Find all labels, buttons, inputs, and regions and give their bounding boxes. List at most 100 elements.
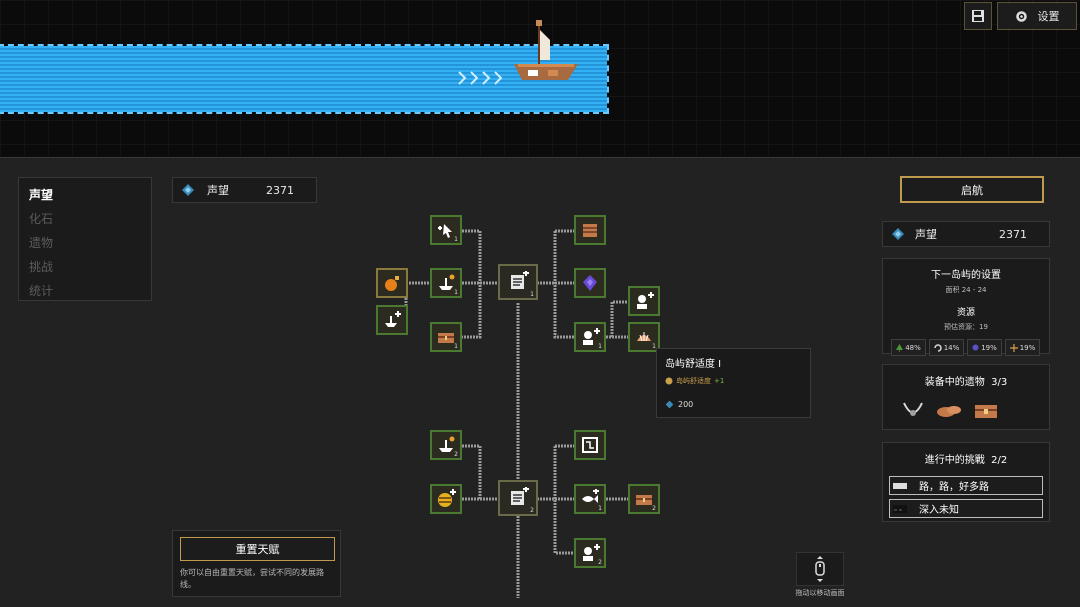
settings-button[interactable]: 设置 bbox=[997, 2, 1077, 30]
resource-ore: 19% bbox=[967, 339, 1002, 356]
prestige-crystal-icon bbox=[665, 400, 674, 409]
beehive-icon bbox=[438, 489, 456, 507]
orb-icon bbox=[972, 344, 979, 351]
node-level: 1 bbox=[454, 343, 458, 350]
relics-title: 装备中的遗物 3/3 bbox=[924, 377, 1008, 388]
talent-node-crate[interactable] bbox=[574, 215, 606, 245]
node-level: 1 bbox=[454, 236, 458, 243]
resource-trees: 48% bbox=[891, 339, 926, 356]
tree-icon bbox=[896, 343, 904, 352]
save-button[interactable] bbox=[964, 2, 992, 30]
fog-icon bbox=[893, 504, 907, 513]
prestige-value: 2371 bbox=[999, 227, 1027, 241]
talent-node-fruit[interactable] bbox=[376, 268, 408, 298]
resource-stone: 14% bbox=[929, 339, 964, 356]
node-level: 2 bbox=[454, 451, 458, 458]
tooltip-cost-value: 200 bbox=[678, 400, 694, 409]
road-icon bbox=[893, 482, 907, 489]
talent-node-scroll-1[interactable]: 1 bbox=[498, 264, 538, 300]
floppy-disk-icon bbox=[972, 10, 984, 22]
world-view[interactable] bbox=[0, 0, 1080, 157]
resource-misc: 19% bbox=[1005, 339, 1040, 356]
treasure-chest-relic-icon[interactable] bbox=[973, 400, 999, 420]
sea-strip bbox=[0, 44, 609, 114]
nav-item-challenges[interactable]: 挑战 bbox=[29, 260, 54, 274]
challenges-title: 進行中的挑戰 2/2 bbox=[924, 455, 1008, 466]
talent-node-boat-plus[interactable] bbox=[376, 305, 408, 335]
prestige-crystal-icon bbox=[182, 184, 194, 196]
sparkle-icon bbox=[1009, 343, 1018, 352]
side-nav: 声望 化石 遗物 挑战 统计 bbox=[18, 177, 152, 301]
prestige-label: 声望 bbox=[915, 228, 937, 241]
map-icon bbox=[582, 437, 598, 453]
talent-node-villager-3[interactable]: 2 bbox=[574, 538, 606, 568]
scroll-icon bbox=[511, 271, 529, 289]
node-level: 2 bbox=[652, 505, 656, 512]
tooltip-effect: 岛屿舒适度 +1 bbox=[665, 376, 802, 386]
resources-title: 资源 bbox=[956, 308, 975, 318]
gear-icon bbox=[1015, 10, 1027, 22]
nav-item-fossils[interactable]: 化石 bbox=[29, 212, 54, 226]
nav-item-relics[interactable]: 遗物 bbox=[29, 236, 54, 250]
comfort-icon bbox=[665, 377, 673, 385]
node-level: 2 bbox=[598, 559, 602, 566]
villager-plus-icon bbox=[637, 292, 654, 309]
fish-plus-icon bbox=[582, 489, 599, 503]
chest-icon bbox=[438, 333, 454, 343]
talent-tooltip: 岛屿舒适度 I 岛屿舒适度 +1 200 bbox=[656, 348, 811, 418]
island-settings-title: 下一岛屿的设置 bbox=[931, 270, 1001, 281]
settings-label: 设置 bbox=[1037, 11, 1060, 23]
talent-node-map[interactable] bbox=[574, 430, 606, 460]
talent-node-cursor[interactable]: 1 bbox=[430, 215, 462, 245]
node-level: 1 bbox=[598, 343, 602, 350]
tooltip-effect-label: 岛屿舒适度 bbox=[676, 377, 711, 385]
prestige-label: 声望 bbox=[207, 184, 229, 197]
talent-node-villager-2[interactable] bbox=[628, 286, 660, 316]
fruit-icon bbox=[385, 276, 399, 291]
prestige-panel: 声望 化石 遗物 挑战 统计 声望 2371 bbox=[0, 157, 1080, 607]
node-level: 2 bbox=[530, 507, 534, 514]
estimated-resources: 预估资源：19 bbox=[944, 323, 988, 331]
boat-sun-icon bbox=[439, 274, 455, 290]
talent-node-boat-sun-1[interactable]: 1 bbox=[430, 268, 462, 298]
talent-node-chest-1[interactable]: 1 bbox=[430, 322, 462, 352]
cursor-plus-icon bbox=[438, 224, 452, 238]
bread-relic-icon[interactable] bbox=[935, 400, 963, 420]
equipped-relics: 装备中的遗物 3/3 bbox=[882, 364, 1050, 430]
talent-node-beehive[interactable] bbox=[430, 484, 462, 514]
boat-icon bbox=[514, 20, 578, 80]
chest-icon bbox=[636, 495, 652, 505]
nav-item-stats[interactable]: 统计 bbox=[29, 284, 54, 298]
crate-icon bbox=[583, 224, 597, 237]
reset-talents-box: 重置天赋 你可以自由重置天赋，尝试不同的发展路线。 bbox=[172, 530, 341, 597]
prestige-counter: 声望 2371 bbox=[172, 177, 317, 203]
talent-node-fish[interactable]: 1 bbox=[574, 484, 606, 514]
boat-plus-icon bbox=[385, 311, 401, 327]
prestige-counter-right: 声望 2371 bbox=[882, 221, 1050, 247]
challenge-item-roads[interactable]: 路，路，好多路 bbox=[889, 476, 1043, 495]
next-island-settings: 下一岛屿的设置 面积 24 - 24 资源 预估资源：19 48% 14% 19… bbox=[882, 258, 1050, 356]
reset-talents-button[interactable]: 重置天赋 bbox=[180, 537, 335, 561]
drag-hint: 拖动以移动画面 bbox=[790, 552, 850, 598]
talent-node-shell[interactable]: 1 bbox=[628, 322, 660, 352]
tooltip-effect-bonus: +1 bbox=[714, 377, 725, 385]
shell-icon bbox=[637, 332, 651, 342]
necklace-relic-icon[interactable] bbox=[901, 400, 925, 420]
challenge-item-unknown[interactable]: 深入未知 bbox=[889, 499, 1043, 518]
prestige-crystal-icon bbox=[892, 228, 904, 240]
drag-hint-text: 拖动以移动画面 bbox=[795, 589, 845, 597]
island-size: 面积 24 - 24 bbox=[945, 286, 987, 294]
talent-node-villager-1[interactable]: 1 bbox=[574, 322, 606, 352]
swirl-icon bbox=[933, 343, 942, 352]
nav-item-prestige[interactable]: 声望 bbox=[29, 188, 54, 202]
talent-node-chest-2[interactable]: 2 bbox=[628, 484, 660, 514]
active-challenges: 進行中的挑戰 2/2 路，路，好多路 深入未知 bbox=[882, 442, 1050, 522]
talent-node-scroll-2[interactable]: 2 bbox=[498, 480, 538, 516]
tooltip-title: 岛屿舒适度 I bbox=[665, 359, 722, 370]
boat-wake-icon bbox=[458, 71, 503, 85]
node-level: 1 bbox=[530, 291, 534, 298]
talent-node-boat-sun-2[interactable]: 2 bbox=[430, 430, 462, 460]
relic-list bbox=[901, 400, 1049, 420]
set-sail-button[interactable]: 启航 bbox=[900, 176, 1044, 203]
talent-node-purple-gem[interactable] bbox=[574, 268, 606, 298]
